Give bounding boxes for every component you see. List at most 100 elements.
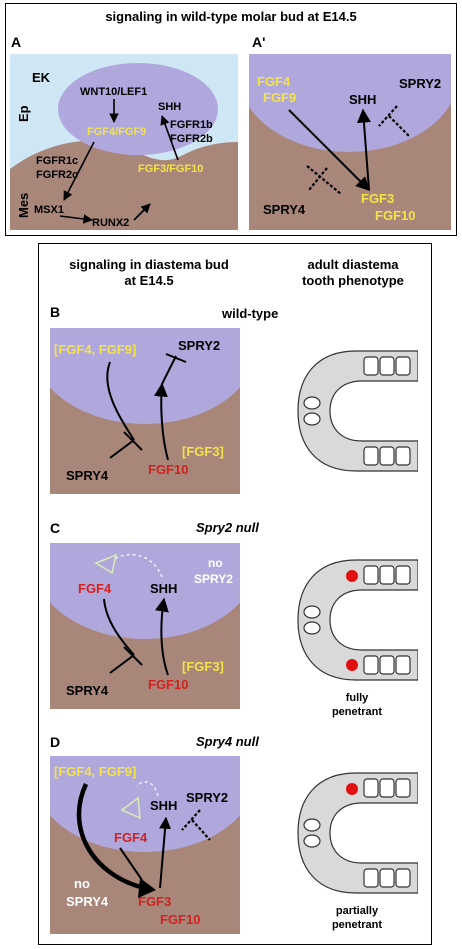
extra-tooth bbox=[346, 783, 358, 795]
molar bbox=[379, 356, 395, 376]
panel-d-diagram: [FGF4, FGF9] SHH SPRY2 FGF4 no SPRY4 FGF… bbox=[50, 756, 240, 934]
arrow-runx2-to-fgf3 bbox=[133, 203, 151, 221]
label-runx2: RUNX2 bbox=[92, 217, 129, 229]
thick-arrow-fgf-to-fgf3 bbox=[76, 783, 145, 891]
molar bbox=[363, 446, 379, 466]
arrow-msx1-to-runx2 bbox=[59, 214, 93, 224]
inhibit-spry2 bbox=[181, 809, 211, 841]
arrow-fgf-down bbox=[106, 361, 135, 441]
incisor bbox=[303, 396, 321, 410]
label-fgfr1b: FGFR1b bbox=[170, 119, 213, 131]
open-arrowhead bbox=[120, 796, 141, 820]
label-fgf3: [FGF3] bbox=[182, 659, 224, 674]
label-shh: SHH bbox=[158, 101, 181, 113]
top-frame bbox=[5, 3, 457, 236]
inhibit-spry2 bbox=[378, 105, 410, 137]
panel-a-prime-diagram: FGF4 FGF9 SHH SPRY2 SPRY4 FGF3 FGF10 bbox=[249, 54, 451, 230]
panel-c-caption-1: fully bbox=[345, 692, 369, 704]
panel-a-mesenchyme bbox=[10, 140, 238, 230]
molar bbox=[395, 356, 411, 376]
label-spry2: SPRY2 bbox=[194, 572, 233, 586]
inhibit-spry4 bbox=[109, 431, 143, 459]
panel-d-jaw bbox=[297, 772, 418, 894]
inhibit-spry4 bbox=[109, 646, 143, 674]
panel-a-enamel-knot bbox=[58, 63, 218, 155]
label-spry4: SPRY4 bbox=[66, 683, 109, 698]
panel-a-letter: A bbox=[11, 34, 22, 50]
panel-c-title: Spry2 null bbox=[196, 520, 259, 535]
panel-a-diagram: EK Ep Mes WNT10/LEF1 FGF4/FGF9 SHH FGFR1… bbox=[10, 54, 238, 230]
molar bbox=[363, 356, 379, 376]
label-fgf10: FGF10 bbox=[148, 677, 188, 692]
arrow-fgf4-to-fgf3 bbox=[119, 847, 143, 881]
label-fgf10: FGF10 bbox=[160, 912, 200, 927]
panel-b-letter: B bbox=[50, 304, 61, 320]
label-fgf9: FGF9 bbox=[263, 90, 296, 105]
label-fgf4: FGF4 bbox=[114, 830, 148, 845]
label-spry4: SPRY4 bbox=[263, 202, 306, 217]
label-spry2: SPRY2 bbox=[178, 338, 220, 353]
inhibit-spry4 bbox=[306, 165, 342, 195]
extra-tooth bbox=[346, 659, 358, 671]
arrow-fgf4-down bbox=[103, 598, 135, 656]
label-fgf4-fgf9: [FGF4, FGF9] bbox=[54, 342, 136, 357]
label-fgf4: FGF4 bbox=[257, 74, 291, 89]
label-no-spry4: no bbox=[74, 876, 90, 891]
bottom-frame bbox=[38, 243, 432, 945]
panel-c-caption-2: penetrant bbox=[331, 706, 383, 718]
panel-d-letter: D bbox=[50, 734, 61, 750]
arrow-fgf3-to-shh bbox=[160, 115, 179, 161]
label-fgfr2c: FGFR2c bbox=[36, 169, 78, 181]
label-ep: Ep bbox=[16, 105, 31, 122]
label-fgf3: [FGF3] bbox=[182, 444, 224, 459]
extra-tooth bbox=[346, 570, 358, 582]
label-wnt10-lef1: WNT10/LEF1 bbox=[80, 86, 147, 98]
panel-a-prime-letter: A' bbox=[252, 34, 266, 50]
label-fgf4-fgf9: [FGF4, FGF9] bbox=[54, 764, 136, 779]
label-shh: SHH bbox=[150, 798, 177, 813]
top-heading: signaling in wild-type molar bud at E14.… bbox=[105, 9, 357, 24]
panel-b-jaw bbox=[297, 350, 418, 472]
panel-d-caption-1: partially bbox=[335, 905, 379, 917]
label-fgf3: FGF3 bbox=[361, 191, 394, 206]
arrow-fgf3-to-shh bbox=[159, 816, 172, 889]
label-spry4: SPRY4 bbox=[66, 894, 109, 909]
panel-b-diagram: [FGF4, FGF9] SPRY2 SPRY4 [FGF3] FGF10 bbox=[50, 328, 240, 494]
arrow-fgf10-up bbox=[155, 597, 169, 676]
label-msx1: MSX1 bbox=[34, 204, 64, 216]
label-fgf4: FGF4 bbox=[78, 581, 112, 596]
label-shh: SHH bbox=[150, 581, 177, 596]
bottom-heading-left-1: signaling in diastema bud bbox=[69, 257, 229, 272]
incisor bbox=[303, 412, 321, 426]
inhibit-spry2 bbox=[161, 353, 187, 385]
panel-c-letter: C bbox=[50, 520, 61, 536]
label-fgf4-fgf9: FGF4/FGF9 bbox=[87, 126, 146, 138]
label-fgf3-fgf10: FGF3/FGF10 bbox=[138, 163, 203, 175]
label-shh: SHH bbox=[349, 92, 376, 107]
label-ek: EK bbox=[32, 70, 51, 85]
panel-d-caption-2: penetrant bbox=[331, 919, 383, 931]
molar bbox=[379, 446, 395, 466]
bottom-heading-right-1: adult diastema bbox=[307, 257, 399, 272]
panel-c-jaw bbox=[297, 559, 418, 681]
label-spry2: SPRY2 bbox=[399, 76, 441, 91]
label-fgf3: FGF3 bbox=[138, 894, 171, 909]
label-spry4: SPRY4 bbox=[66, 468, 109, 483]
label-spry2: SPRY2 bbox=[186, 790, 228, 805]
label-fgf10: FGF10 bbox=[148, 462, 188, 477]
label-mes: Mes bbox=[16, 193, 31, 218]
molar bbox=[395, 446, 411, 466]
arrow-fgf3-to-shh bbox=[356, 108, 371, 191]
arrow-fgf-to-fgf3 bbox=[288, 109, 370, 191]
panel-c-diagram: FGF4 SHH no SPRY2 SPRY4 [FGF3] FGF10 bbox=[50, 543, 240, 709]
panel-b-title: wild-type bbox=[222, 306, 279, 321]
arrow-fgf4-to-msx1 bbox=[63, 141, 95, 201]
arrow-fgf10-up bbox=[153, 382, 169, 461]
jaw-outline bbox=[297, 350, 418, 472]
label-fgf10: FGF10 bbox=[375, 208, 415, 223]
panel-d-title: Spry4 null bbox=[196, 734, 259, 749]
label-no-spry2: no bbox=[208, 556, 223, 570]
label-fgfr1c: FGFR1c bbox=[36, 155, 78, 167]
open-arrowhead bbox=[94, 553, 118, 575]
bottom-heading-right-2: tooth phenotype bbox=[302, 273, 404, 288]
